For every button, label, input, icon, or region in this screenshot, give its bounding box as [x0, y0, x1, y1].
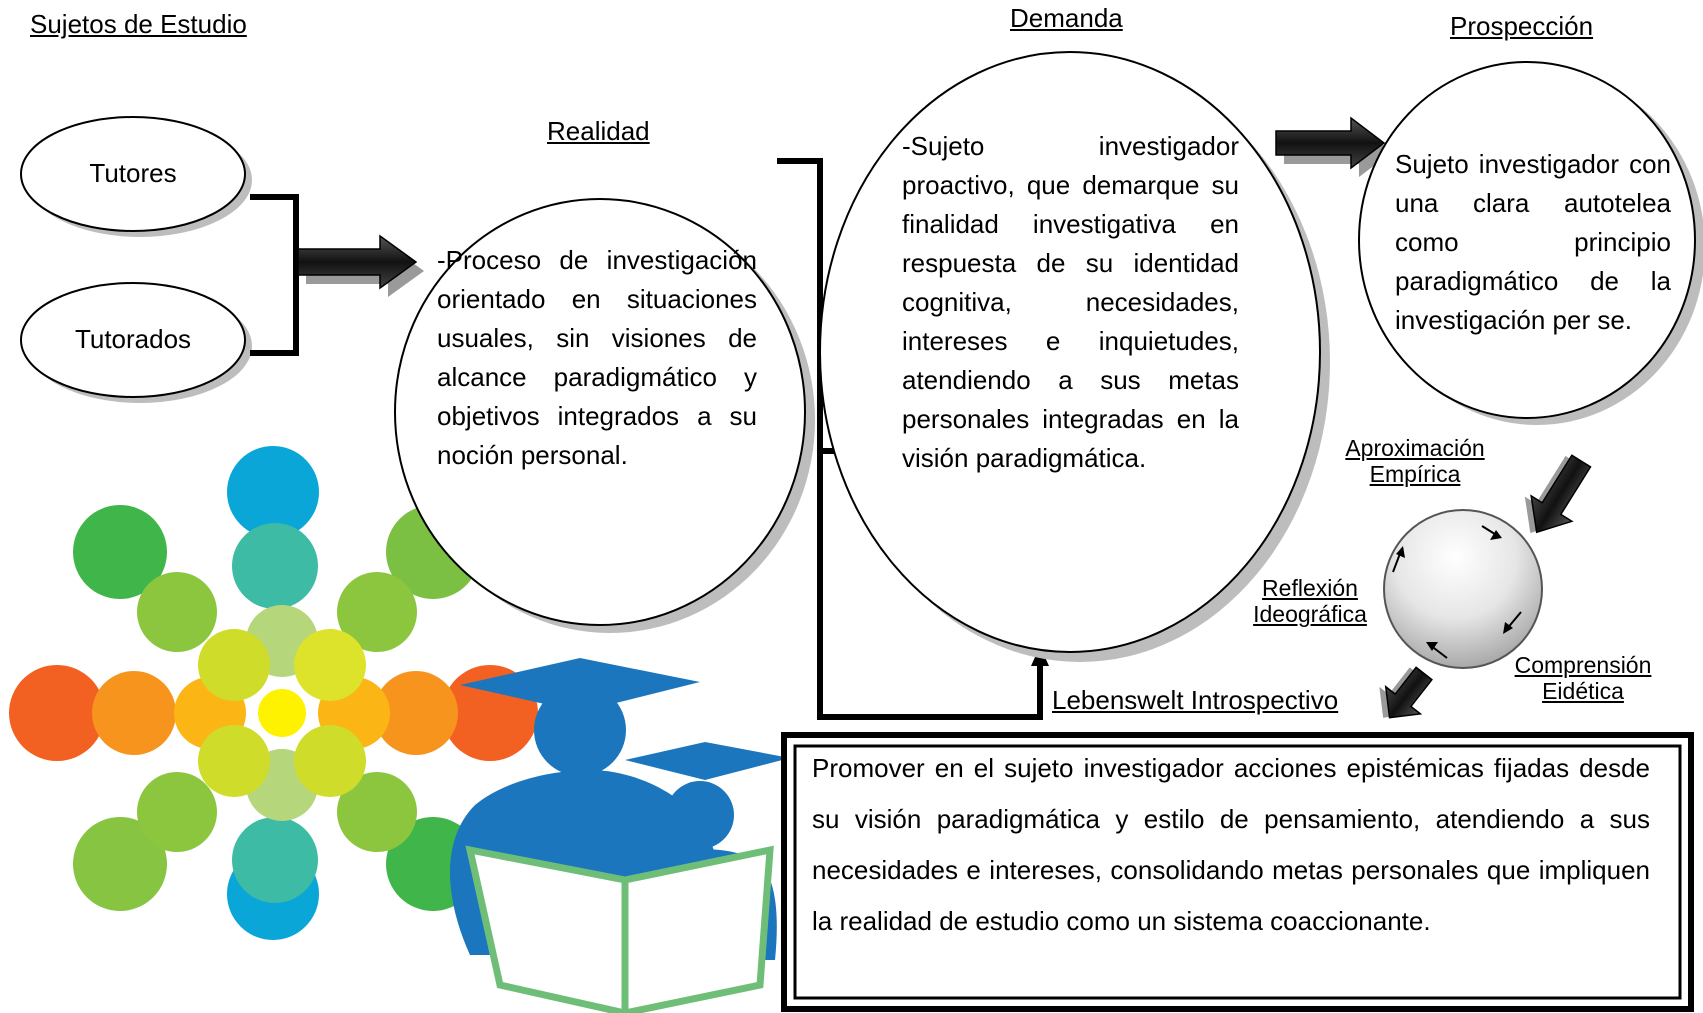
cycle-sphere — [1383, 509, 1543, 669]
demanda-header: Demanda — [1010, 3, 1123, 33]
arrow-to-cycle — [1524, 454, 1592, 534]
demanda-ellipse — [819, 51, 1330, 662]
graduates-reading-book-icon — [450, 658, 790, 1013]
arrow-to-conclusion — [1379, 666, 1433, 719]
tutores-node — [20, 116, 252, 237]
comprension-line-1: Comprensión — [1514, 652, 1652, 678]
reflexion-line-1: Reflexión — [1262, 575, 1358, 601]
reflexion-ideografica-label: Reflexión Ideográfica — [1230, 575, 1390, 628]
realidad-text: -Proceso de investigación orientado en s… — [437, 245, 757, 470]
arrow-to-realidad — [297, 234, 424, 297]
conclusion-text: Promover en el sujeto investigador accio… — [812, 753, 1650, 936]
aproximacion-empirica-label: Aproximación Empírica — [1330, 435, 1500, 488]
prospeccion-ellipse — [1358, 61, 1703, 425]
demanda-text: -Sujeto investigador proactivo, que dema… — [902, 131, 1239, 473]
prospeccion-text: Sujeto investigador con una clara autote… — [1395, 149, 1671, 335]
tutores-label: Tutores — [89, 158, 177, 188]
aproximacion-line-1: Aproximación — [1345, 435, 1485, 461]
lebenswelt-introspectivo-label: Lebenswelt Introspectivo — [1052, 685, 1339, 715]
conclusion-box — [781, 732, 1694, 1012]
demanda-bracket — [777, 158, 1043, 720]
realidad-header: Realidad — [547, 116, 650, 146]
comprension-line-2: Eidética — [1542, 678, 1624, 705]
sujetos-de-estudio-header: Sujetos de Estudio — [30, 9, 247, 39]
arrow-to-prospeccion — [1275, 116, 1392, 177]
comprension-eidetica-label: Comprensión Eidética — [1498, 652, 1668, 705]
aproximacion-line-2: Empírica — [1369, 461, 1461, 488]
realidad-ellipse — [394, 198, 815, 633]
reflexion-line-2: Ideográfica — [1253, 601, 1367, 628]
prospeccion-header: Prospección — [1450, 11, 1594, 41]
tutorados-label: Tutorados — [74, 324, 192, 354]
tutorados-node — [20, 282, 252, 403]
subjects-bracket — [250, 194, 299, 356]
